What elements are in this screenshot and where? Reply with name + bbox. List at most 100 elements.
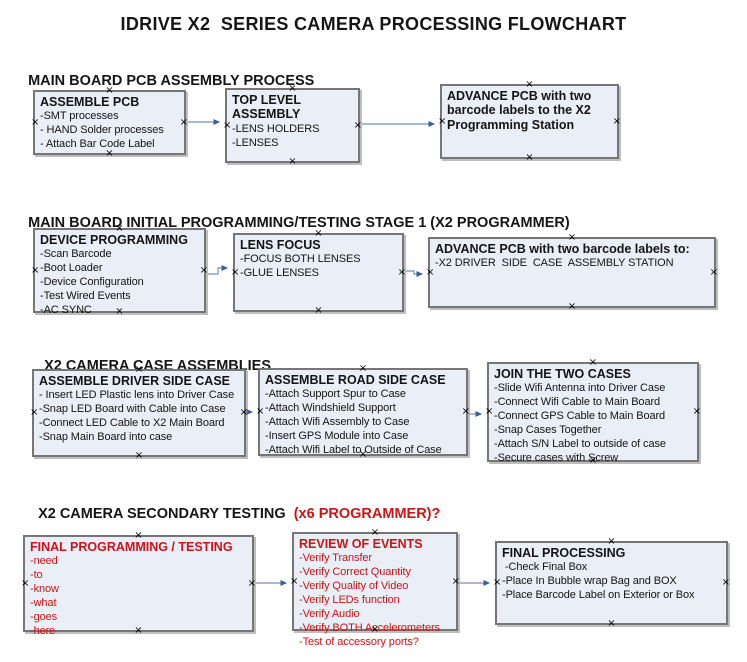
connection-point-marker: × xyxy=(231,266,240,278)
flow-box-lens-focus: LENS FOCUS -FOCUS BOTH LENSES-GLUE LENSE… xyxy=(231,229,406,316)
box-item: -Verify Transfer xyxy=(299,552,372,565)
section-header-pcb-assembly: MAIN BOARD PCB ASSEMBLY PROCESS xyxy=(20,57,314,89)
flow-box-join-the-two-cases: JOIN THE TWO CASES -Slide Wifi Antenna i… xyxy=(485,358,701,466)
box-item: - Insert LED Plastic lens into Driver Ca… xyxy=(39,389,235,402)
flow-box-assemble-pcb: ASSEMBLE PCB -SMT processes- HAND Solder… xyxy=(31,86,188,159)
box-item: -Verify BOTH Accelerometers xyxy=(299,621,440,634)
box-title: TOP LEVEL ASSEMBLY xyxy=(232,93,301,122)
box-item: - HAND Solder processes xyxy=(40,124,164,137)
connection-point-marker: × xyxy=(239,407,248,418)
connection-point-marker: × xyxy=(461,406,470,417)
connection-point-marker: × xyxy=(21,577,30,589)
section-header-secondary-testing: X2 CAMERA SECONDARY TESTING (x6 PROGRAMM… xyxy=(30,490,440,522)
box-items: -Slide Wifi Antenna into Driver Case-Con… xyxy=(494,382,693,465)
box-item: -Attach S/N Label to outside of case xyxy=(494,437,666,450)
box-items: -FOCUS BOTH LENSES-GLUE LENSES xyxy=(240,253,398,281)
box-item: -Connect Wifi Cable to Main Board xyxy=(494,396,661,409)
box-items: -LENS HOLDERS-LENSES xyxy=(232,123,354,151)
connection-point-marker: × xyxy=(134,450,144,461)
flow-box-review-of-events: REVIEW OF EVENTS -Verify Transfer -Verify… xyxy=(290,528,460,648)
box-item: -Verify Quality of Video xyxy=(299,580,409,593)
box-title: REVIEW OF EVENTS xyxy=(299,537,423,551)
box-item: -to xyxy=(30,569,43,582)
connection-point-marker: × xyxy=(314,305,323,316)
box-item: -need xyxy=(30,555,58,568)
flow-box-device-programming: DEVICE PROGRAMMING -Scan Barcode-Boot Lo… xyxy=(31,224,208,317)
connector-arrow-3 xyxy=(208,265,228,275)
flow-box-advance-pcb-programming-station: ADVANCE PCB with two barcode labels to t… xyxy=(438,80,621,163)
connection-point-marker: × xyxy=(223,119,232,131)
box-item: -Scan Barcode xyxy=(40,248,112,261)
box-items: -X2 DRIVER SIDE CASE ASSEMBLY STATION xyxy=(435,257,710,271)
box-item: -LENSES xyxy=(232,136,279,149)
box-title: ADVANCE PCB with two barcode labels to: xyxy=(435,242,690,256)
box-item: -Snap Main Board into case xyxy=(39,430,173,443)
section-header-text: MAIN BOARD INITIAL PROGRAMMING/TESTING S… xyxy=(28,215,570,231)
connection-point-marker: × xyxy=(247,577,256,589)
connection-point-marker: × xyxy=(721,577,730,588)
connection-point-marker: × xyxy=(290,575,299,587)
section-header-initial-programming: MAIN BOARD INITIAL PROGRAMMING/TESTING S… xyxy=(20,199,570,231)
connection-point-marker: × xyxy=(485,406,494,417)
box-item: -Attach Support Spur to Case xyxy=(265,388,406,401)
box-item: -Slide Wifi Antenna into Driver Case xyxy=(494,382,666,395)
box-title: FINAL PROGRAMMING / TESTING xyxy=(30,540,233,554)
connection-point-marker: × xyxy=(30,407,39,418)
connection-point-marker: × xyxy=(692,406,701,417)
box-item: -Attach Windshield Support xyxy=(265,402,396,415)
box-item: -Attach Wifi Label to Outside of Case xyxy=(265,443,442,456)
flow-box-final-processing: FINAL PROCESSING -Check Final Box-Place … xyxy=(493,537,730,629)
box-item: -Place Barcode Label on Exterior or Box xyxy=(502,589,695,602)
page-title: IDRIVE X2 SERIES CAMERA PROCESSING FLOWC… xyxy=(120,14,627,34)
box-item: -FOCUS BOTH LENSES xyxy=(240,253,361,266)
flow-box-assemble-driver-side-case: ASSEMBLE DRIVER SIDE CASE - Insert LED P… xyxy=(30,365,248,461)
box-items: -Check Final Box-Place In Bubble wrap Ba… xyxy=(502,561,722,603)
connection-point-marker: × xyxy=(607,618,616,629)
box-item: -Verify Audio xyxy=(299,607,360,620)
box-item: -LENS HOLDERS xyxy=(232,122,320,135)
section-header-text: X2 CAMERA SECONDARY TESTING xyxy=(38,506,290,522)
box-item: -here xyxy=(30,624,56,637)
box-item: -Secure cases with Screw xyxy=(494,451,619,464)
flow-box-top-level-assembly: TOP LEVEL ASSEMBLY -LENS HOLDERS-LENSES … xyxy=(223,84,362,167)
box-items: -need-to-know-what-goes-here xyxy=(30,555,248,638)
box-item: -Check Final Box xyxy=(502,561,588,574)
connection-point-marker: × xyxy=(31,264,40,276)
box-item: -Device Configuration xyxy=(40,276,144,289)
box-item: -Connect GPS Cable to Main Board xyxy=(494,410,666,423)
connection-point-marker: × xyxy=(397,266,406,278)
box-item: -Snap LED Board with Cable into Case xyxy=(39,403,226,416)
box-item: -what xyxy=(30,596,57,609)
box-title: DEVICE PROGRAMMING xyxy=(40,233,188,247)
box-item: -goes xyxy=(30,610,58,623)
box-item: -Insert GPS Module into Case xyxy=(265,429,409,442)
section-header-text: MAIN BOARD PCB ASSEMBLY PROCESS xyxy=(28,73,315,89)
section-header-accent: (x6 PROGRAMMER)? xyxy=(289,506,441,522)
connector-arrow-4 xyxy=(406,270,423,277)
box-items: -SMT processes- HAND Solder processes- A… xyxy=(40,110,180,152)
connection-point-marker: × xyxy=(567,301,577,312)
box-item: -Boot Loader xyxy=(40,262,103,275)
flow-box-final-programming-testing: FINAL PROGRAMMING / TESTING -need-to-kno… xyxy=(21,531,256,637)
box-item: -Snap Cases Together xyxy=(494,423,602,436)
flow-box-assemble-road-side-case: ASSEMBLE ROAD SIDE CASE -Attach Support … xyxy=(256,364,470,460)
connection-point-marker: × xyxy=(438,115,447,127)
connection-point-marker: × xyxy=(31,116,40,128)
connection-point-marker: × xyxy=(525,152,534,163)
box-title: FINAL PROCESSING xyxy=(502,546,626,560)
flow-box-advance-pcb-driver-side-station: ADVANCE PCB with two barcode labels to: … xyxy=(426,233,718,312)
box-title: LENS FOCUS xyxy=(240,238,321,252)
connection-point-marker: × xyxy=(426,266,435,278)
connection-point-marker: × xyxy=(353,119,362,131)
box-title: ASSEMBLE ROAD SIDE CASE xyxy=(265,373,446,387)
box-item: - Attach Bar Code Label xyxy=(40,138,155,151)
box-items: -Attach Support Spur to Case-Attach Wind… xyxy=(265,388,462,457)
connection-point-marker: × xyxy=(179,116,188,128)
box-item: -Connect LED Cable to X2 Main Board xyxy=(39,417,225,430)
box-item: -Attach Wifi Assembly to Case xyxy=(265,416,410,429)
box-item: -SMT processes xyxy=(40,110,119,123)
connection-point-marker: × xyxy=(288,156,297,167)
box-item: -Test of accessory ports? xyxy=(299,635,419,648)
connection-point-marker: × xyxy=(256,406,265,417)
